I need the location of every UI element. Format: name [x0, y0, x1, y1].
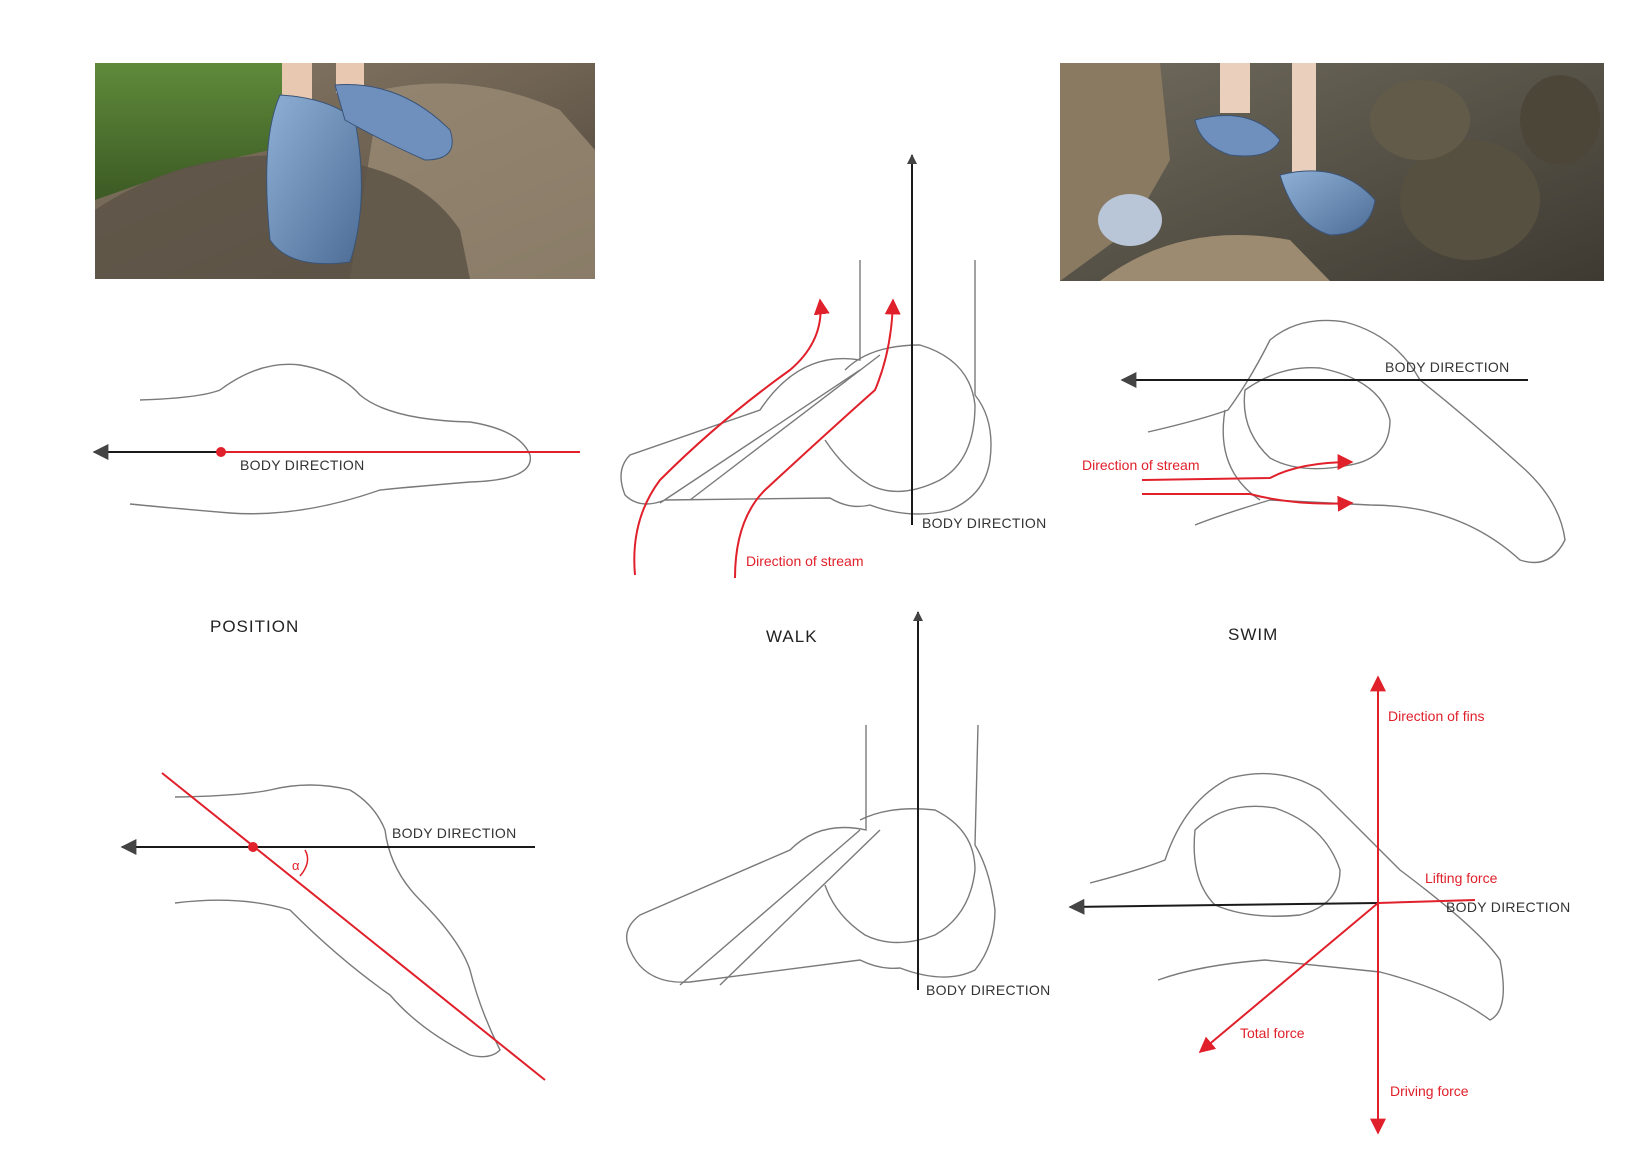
position-bottom-diagram: α BODY DIRECTION — [120, 772, 546, 1081]
section-title-walk: WALK — [766, 627, 818, 646]
pivot-dot-bottom — [248, 842, 258, 852]
angle-arc — [299, 849, 309, 877]
body-direction-label-bottom: BODY DIRECTION — [392, 825, 517, 841]
swim-stream-arrow-1 — [1141, 454, 1354, 481]
pivot-dot — [216, 447, 226, 457]
total-force-label: Total force — [1240, 1025, 1305, 1041]
swim-body-direction-label: BODY DIRECTION — [1385, 359, 1510, 375]
swim-bottom-body-direction-label: BODY DIRECTION — [1446, 899, 1571, 915]
swim-top-diagram: BODY DIRECTION Direction of stream — [1082, 319, 1566, 564]
total-force-arrow — [1198, 902, 1379, 1054]
section-title-position: POSITION — [210, 617, 299, 636]
lifting-force-line — [1377, 899, 1476, 904]
walk-top-diagram: BODY DIRECTION Direction of stream — [620, 154, 1047, 579]
body-direction-label: BODY DIRECTION — [240, 457, 365, 473]
section-title-swim: SWIM — [1228, 625, 1278, 644]
stream-arrow-2 — [734, 298, 901, 579]
walk-stream-label: Direction of stream — [746, 553, 863, 569]
photo-right — [1060, 63, 1604, 281]
driving-force-label: Driving force — [1390, 1083, 1469, 1099]
stream-arrow-1 — [633, 298, 830, 576]
swim-bottom-body-direction-arrow — [1068, 898, 1379, 915]
tilted-fin-axis — [161, 772, 546, 1081]
swim-stream-label: Direction of stream — [1082, 457, 1199, 473]
swim-stream-arrow-2 — [1142, 493, 1354, 512]
photo-left — [95, 63, 595, 279]
walk-body-direction-label: BODY DIRECTION — [922, 515, 1047, 531]
walk-bottom-body-direction-label: BODY DIRECTION — [926, 982, 1051, 998]
angle-symbol: α — [292, 858, 300, 873]
position-top-diagram: BODY DIRECTION — [92, 363, 580, 515]
lifting-force-label: Lifting force — [1425, 870, 1498, 886]
swim-bottom-diagram: Direction of fins Lifting force BODY DIR… — [1068, 675, 1571, 1135]
direction-of-fins-label: Direction of fins — [1388, 708, 1484, 724]
walk-bottom-diagram: BODY DIRECTION — [626, 611, 1051, 998]
